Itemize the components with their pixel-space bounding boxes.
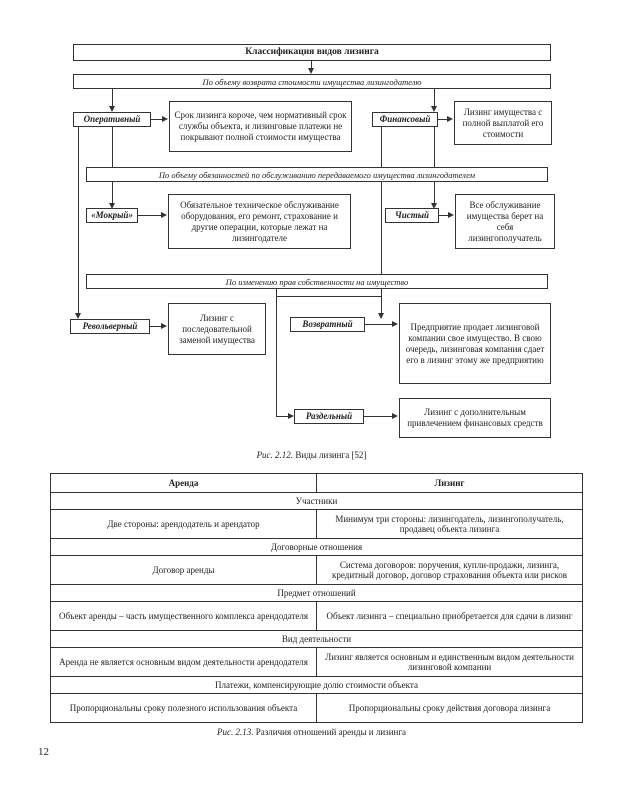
arrow-right xyxy=(392,321,398,327)
connector xyxy=(78,127,79,315)
caption-number: Рис. 2.12. xyxy=(256,450,294,460)
arrow-right xyxy=(161,212,167,218)
connector xyxy=(151,119,163,120)
lease-cell: Пропорциональны сроку полезного использо… xyxy=(50,693,317,723)
connector xyxy=(112,182,113,204)
connector xyxy=(150,326,162,327)
operative-description: Срок лизинга короче, чем нормативный сро… xyxy=(169,101,352,152)
connector xyxy=(276,296,381,297)
connector xyxy=(381,127,382,315)
arrow-down xyxy=(109,203,115,209)
leasing-cell: Система договоров: поручения, купли-прод… xyxy=(316,555,583,585)
connector xyxy=(439,215,449,216)
arrow-down xyxy=(431,203,437,209)
table-row: Две стороны: арендодатель и арендатор Ми… xyxy=(50,509,583,539)
revolving-description: Лизинг с последовательной заменой имущес… xyxy=(168,303,266,355)
table-caption: Рис. 2.13. Различия отношений аренды и л… xyxy=(0,727,623,737)
connector xyxy=(364,416,393,417)
figure-caption: Рис. 2.12. Виды лизинга [52] xyxy=(0,450,623,460)
band-service-obligations: По объему обязанностей по обслуживанию п… xyxy=(86,167,548,182)
revolving-label: Револьверный xyxy=(70,319,150,334)
table-row: Договор аренды Система договоров: поруче… xyxy=(50,555,583,585)
connector xyxy=(311,61,312,69)
leasing-cell: Лизинг является основным и единственным … xyxy=(316,647,583,677)
arrow-right xyxy=(447,116,453,122)
arrow-right xyxy=(288,413,294,419)
lease-cell: Аренда не является основным видом деятел… xyxy=(50,647,317,677)
connector xyxy=(112,89,113,107)
separate-label: Раздельный xyxy=(294,409,364,424)
arrow-down xyxy=(109,106,115,112)
caption-text: Виды лизинга [52] xyxy=(295,450,367,460)
arrow-right xyxy=(392,413,398,419)
connector xyxy=(276,289,277,297)
lease-cell: Договор аренды xyxy=(50,555,317,585)
page-number: 12 xyxy=(38,746,49,758)
connector xyxy=(434,89,435,107)
table-row: Объект аренды – часть имущественного ком… xyxy=(50,601,583,631)
return-label: Возвратный xyxy=(290,317,365,332)
band-return-volume: По объему возврата стоимости имущества л… xyxy=(73,74,551,89)
category-row: Предмет отношений xyxy=(50,584,583,602)
table-row: Аренда не является основным видом деятел… xyxy=(50,647,583,677)
header-leasing: Лизинг xyxy=(316,473,583,493)
wet-label: «Мокрый» xyxy=(86,208,138,223)
financial-label: Финансовый xyxy=(372,112,438,127)
band-ownership-change: По изменению прав собственности на имуще… xyxy=(86,274,548,289)
arrow-right xyxy=(162,116,168,122)
category-row: Договорные отношения xyxy=(50,538,583,556)
category-row: Участники xyxy=(50,492,583,510)
lease-cell: Две стороны: арендодатель и арендатор xyxy=(50,509,317,539)
arrow-down xyxy=(431,106,437,112)
category-row: Вид деятельности xyxy=(50,630,583,648)
wet-description: Обязательное техническое обслуживание об… xyxy=(168,194,351,249)
separate-description: Лизинг с дополнительным привлечением фин… xyxy=(399,398,551,438)
category-row: Платежи, компенсирующие долю стоимости о… xyxy=(50,676,583,694)
arrow-down xyxy=(378,313,384,319)
clean-label: Чистый xyxy=(385,208,439,223)
comparison-table: Аренда Лизинг Участники Две стороны: аре… xyxy=(50,473,583,723)
caption-number: Рис. 2.13. xyxy=(216,727,254,737)
connector xyxy=(112,127,113,167)
caption-text: Различия отношений аренды и лизинга xyxy=(255,727,407,737)
connector xyxy=(438,119,448,120)
return-description: Предприятие продает лизинговой компании … xyxy=(399,303,551,384)
table-row: Пропорциональны сроку полезного использо… xyxy=(50,693,583,723)
header-lease: Аренда xyxy=(50,473,317,493)
arrow-down xyxy=(308,68,314,74)
connector xyxy=(365,324,393,325)
connector xyxy=(138,215,162,216)
leasing-cell: Объект лизинга – специально приобретаетс… xyxy=(316,601,583,631)
clean-description: Все обслуживание имущества берет на себя… xyxy=(455,194,555,249)
diagram-title: Классификация видов лизинга xyxy=(73,44,551,61)
arrow-right xyxy=(161,323,167,329)
table-header-row: Аренда Лизинг xyxy=(50,473,583,493)
operative-label: Оперативный xyxy=(73,112,151,127)
arrow-right xyxy=(448,212,454,218)
connector xyxy=(276,296,277,417)
lease-cell: Объект аренды – часть имущественного ком… xyxy=(50,601,317,631)
connector xyxy=(434,182,435,204)
connector xyxy=(276,416,289,417)
connector xyxy=(434,127,435,167)
leasing-cell: Пропорциональны сроку действия договора … xyxy=(316,693,583,723)
financial-description: Лизинг имущества с полной выплатой его с… xyxy=(454,101,552,145)
arrow-down xyxy=(75,313,81,319)
leasing-cell: Минимум три стороны: лизингодатель, лизи… xyxy=(316,509,583,539)
